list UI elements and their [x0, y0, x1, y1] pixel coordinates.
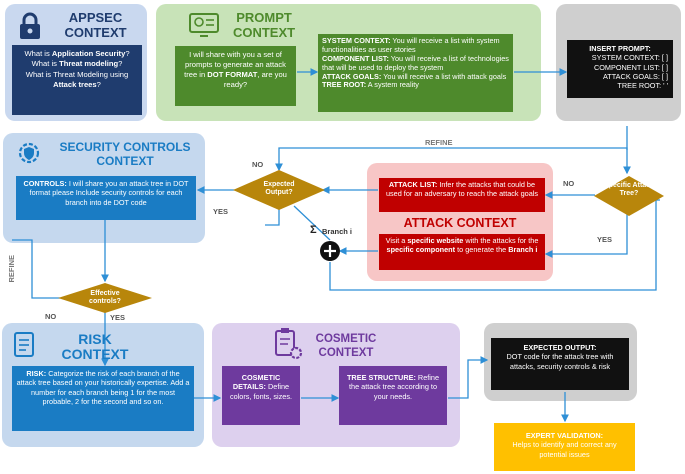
- prompt-details: SYSTEM CONTEXT: You will receive a list …: [318, 34, 513, 112]
- effective-controls-diamond: [58, 283, 152, 313]
- cosmetic-details-box: COSMETIC DETAILS: Define colors, fonts, …: [222, 366, 300, 425]
- no-left-label: NO: [252, 160, 264, 169]
- risk-box: RISK: Categorize the risk of each branch…: [12, 366, 194, 431]
- expert-validation-box: EXPERT VALIDATION: Helps to identify and…: [494, 423, 635, 471]
- attack-list-box: ATTACK LIST: Infer the attacks that coul…: [379, 178, 545, 212]
- yes-right-label: YES: [597, 235, 613, 244]
- tree-structure-box: TREE STRUCTURE: Refine the attack tree a…: [339, 366, 447, 425]
- no-right-label: NO: [563, 179, 575, 188]
- clipboard-gear-icon: [272, 327, 304, 361]
- insert-prompt: INSERT PROMPT: SYSTEM CONTEXT: [ ] COMPO…: [567, 40, 673, 98]
- branch-label: Branch i: [322, 227, 353, 236]
- specific-tree-diamond: [594, 176, 664, 216]
- sigma-symbol: Σ: [310, 224, 317, 236]
- refine-top-label: REFINE: [425, 138, 453, 147]
- expected-output-text: Expected Output?: [263, 181, 295, 197]
- effective-controls-text: Effective controls?: [89, 290, 121, 306]
- shield-gear-icon: [14, 139, 44, 167]
- yes-left-label: YES: [213, 207, 229, 216]
- computer-settings-icon: [188, 12, 222, 38]
- prompt-intro: I will share with you a set of prompts t…: [175, 46, 296, 106]
- lock-icon: [17, 12, 43, 40]
- attack-visit-box: Visit a specific website with the attack…: [379, 234, 545, 270]
- expected-output-diamond: [233, 170, 325, 210]
- yes-bottom-label: YES: [110, 313, 126, 322]
- security-controls-box: CONTROLS: I will share you an attack tre…: [16, 176, 196, 220]
- no-bottom-label: NO: [45, 312, 57, 321]
- specific-tree-text: Specific Attack Tree?: [604, 182, 654, 198]
- expected-output-box: EXPECTED OUTPUT: DOT code for the attack…: [491, 338, 629, 390]
- attack-title: ATTACK CONTEXT: [403, 216, 517, 230]
- refine-side-label: REFINE: [7, 255, 16, 283]
- appsec-questions: What is Application Security? What is Th…: [12, 45, 142, 115]
- checklist-icon: [12, 330, 38, 358]
